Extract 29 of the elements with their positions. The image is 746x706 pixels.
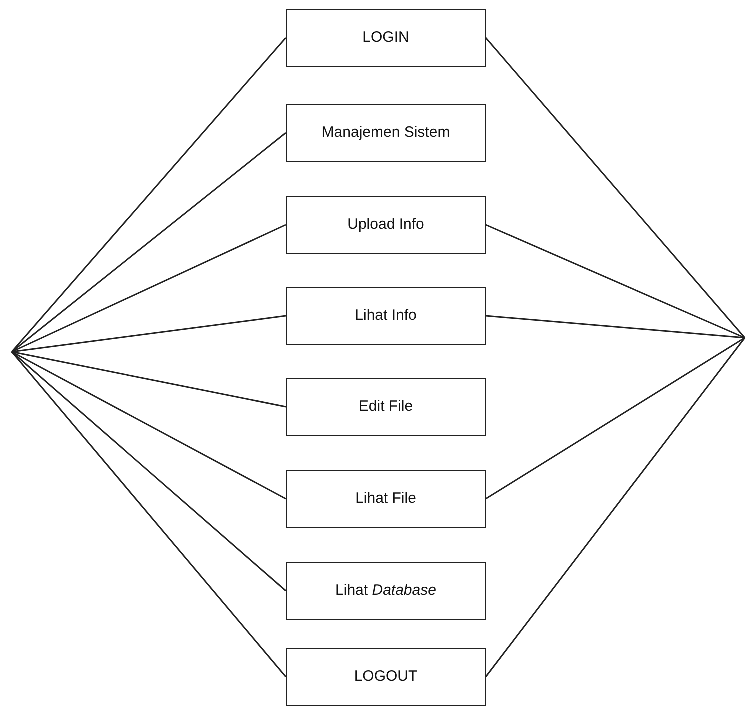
box-label: Lihat File [356,490,416,508]
process-box [286,378,486,436]
process-box [286,104,486,162]
box-label: Lihat Info [355,307,417,325]
process-box [286,648,486,706]
connector-line [11,38,287,352]
connector-line [485,338,746,678]
connector-line [486,337,746,500]
connector-line [486,224,746,339]
box-label: Upload Info [348,216,424,234]
box-label: Edit File [358,398,414,416]
box-label: Manajemen Sistem [322,124,450,142]
process-box [286,9,486,67]
connector-line [12,351,286,500]
connector-line [12,351,286,592]
process-box [286,196,486,254]
connector-line [12,315,286,353]
box-label: LOGIN [362,29,410,47]
connector-line [12,132,286,353]
connector-line [12,351,286,408]
process-box [286,470,486,528]
connector-line [485,38,746,338]
box-label: LOGOUT [354,668,418,686]
process-box [286,562,486,620]
process-box [286,287,486,345]
box-label: Lihat Database [336,582,436,600]
connector-line [12,224,286,353]
connector-line [486,315,746,339]
connector-line [11,352,287,678]
